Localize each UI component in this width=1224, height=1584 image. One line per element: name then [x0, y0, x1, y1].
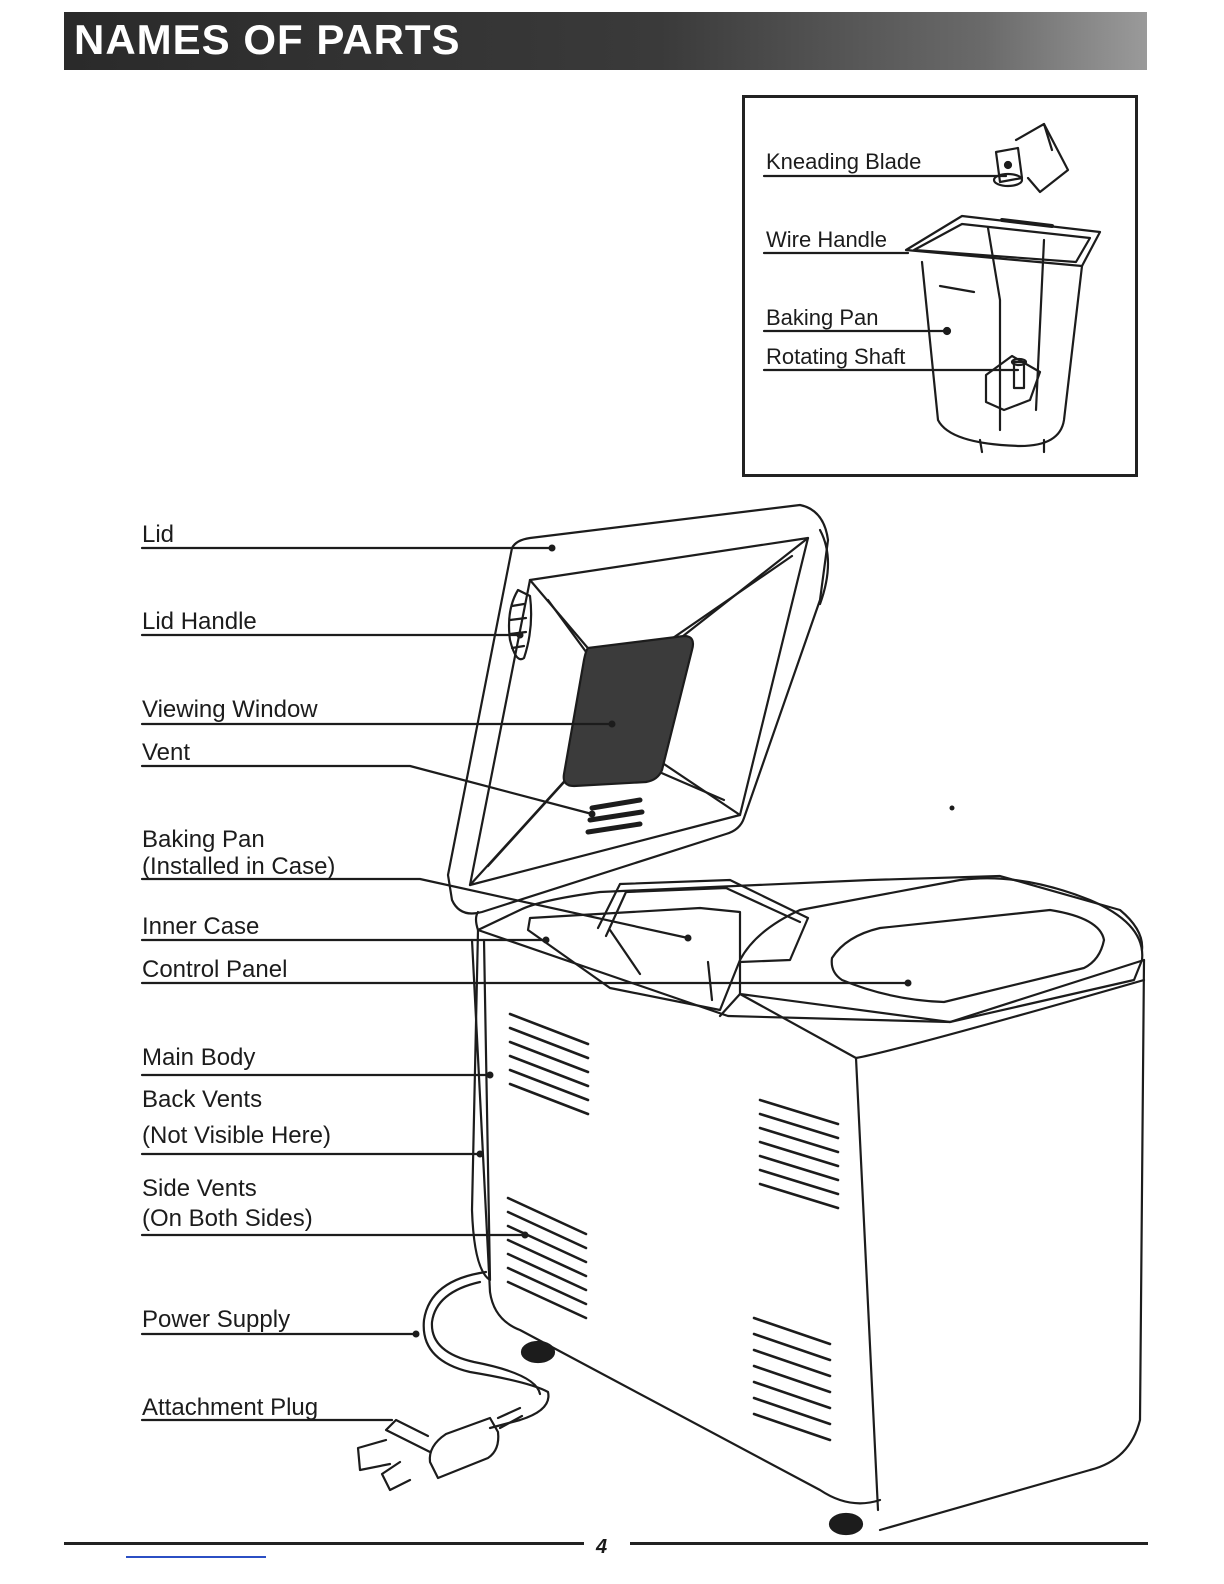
footer-rule-left	[64, 1542, 584, 1545]
label-control-panel: Control Panel	[142, 956, 287, 984]
label-attachment-plug: Attachment Plug	[142, 1394, 318, 1422]
label-back-vents-line2: (Not Visible Here)	[142, 1122, 331, 1150]
label-lid: Lid	[142, 521, 174, 549]
power-cord-drawing	[358, 1272, 548, 1490]
page-number: 4	[596, 1536, 607, 1559]
label-baking-pan-line2: (Installed in Case)	[142, 853, 335, 881]
main-body-drawing	[472, 876, 1144, 1534]
lid-drawing	[448, 505, 828, 914]
label-lid-handle: Lid Handle	[142, 608, 257, 636]
label-rotating-shaft: Rotating Shaft	[766, 343, 905, 371]
label-back-vents-line1: Back Vents	[142, 1086, 262, 1114]
footer-link-underline	[126, 1556, 266, 1558]
label-main-body: Main Body	[142, 1044, 255, 1072]
baking-pan-drawing	[906, 216, 1100, 452]
label-side-vents-line2: (On Both Sides)	[142, 1205, 313, 1233]
label-wire-handle: Wire Handle	[766, 226, 887, 254]
front-vents-lower	[508, 1198, 586, 1318]
footer-rule-right	[630, 1542, 1148, 1545]
kneading-blade-drawing	[994, 124, 1068, 192]
label-viewing-window: Viewing Window	[142, 696, 318, 724]
label-baking-pan-line1: Baking Pan	[142, 826, 265, 854]
inset-leader-lines	[764, 176, 1018, 370]
label-power-supply: Power Supply	[142, 1306, 290, 1334]
side-vents-upper	[760, 1100, 838, 1208]
side-vents-lower	[754, 1318, 830, 1440]
label-side-vents-line1: Side Vents	[142, 1175, 257, 1203]
label-vent: Vent	[142, 739, 190, 767]
label-inner-case: Inner Case	[142, 913, 259, 941]
front-vents-upper	[510, 1014, 588, 1114]
label-baking-pan-inset: Baking Pan	[766, 304, 879, 332]
label-kneading-blade: Kneading Blade	[766, 148, 921, 176]
